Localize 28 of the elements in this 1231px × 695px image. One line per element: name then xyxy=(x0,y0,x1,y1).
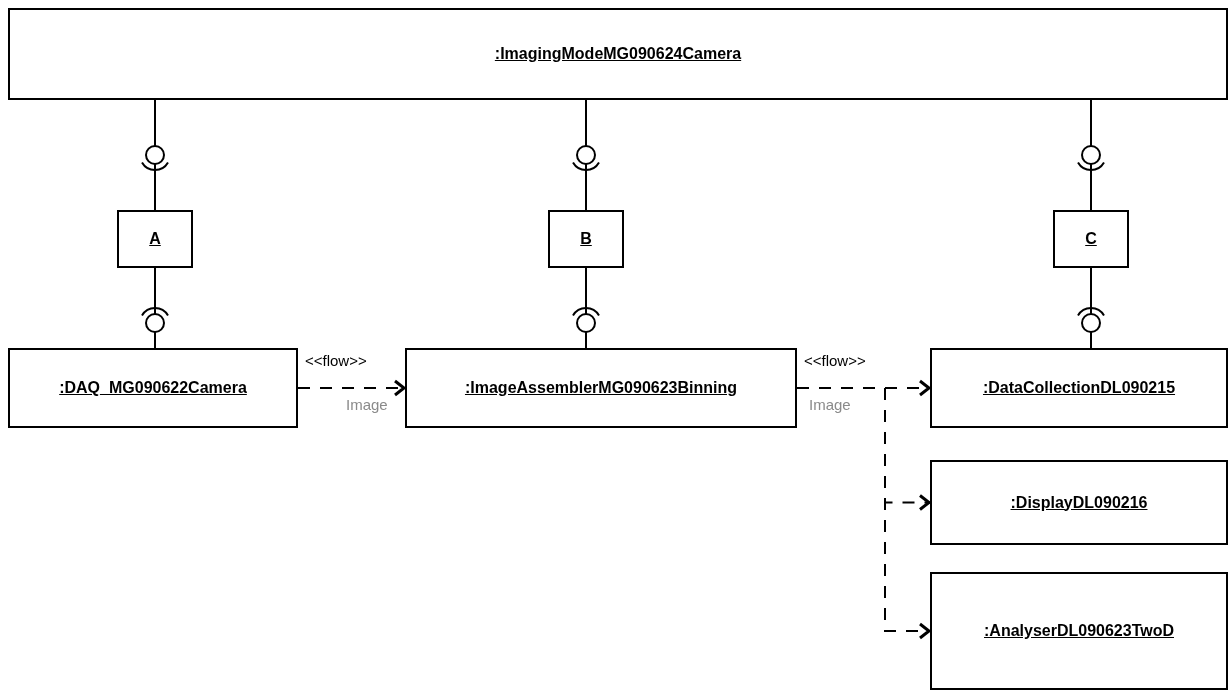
component-box xyxy=(405,348,797,428)
port-name: C xyxy=(1085,230,1097,248)
port-box xyxy=(548,210,624,268)
edge-label: <<flow>> xyxy=(803,352,867,369)
component-name: :ImageAssemblerMG090623Binning xyxy=(464,379,738,397)
component-name: :DAQ_MG090622Camera xyxy=(59,379,247,397)
component-box xyxy=(8,8,1228,100)
ball-and-socket-connector xyxy=(572,99,600,211)
component-box xyxy=(930,572,1228,690)
ball-and-socket-connector xyxy=(1077,267,1105,349)
ball-and-socket-connector xyxy=(1077,99,1105,211)
component-box xyxy=(930,460,1228,545)
dependency-arrow xyxy=(796,387,931,640)
ball-and-socket-connector xyxy=(141,99,169,211)
edge-label: <<flow>> xyxy=(304,352,368,369)
port-name: A xyxy=(149,230,161,248)
ball-and-socket-connector xyxy=(141,267,169,349)
component-name: :DisplayDL090216 xyxy=(1010,493,1148,512)
port-box xyxy=(117,210,193,268)
component-box xyxy=(8,348,298,428)
port-box xyxy=(1053,210,1129,268)
component-name: :ImagingModeMG090624Camera xyxy=(494,45,742,63)
ball-and-socket-connector xyxy=(572,267,600,349)
component-box xyxy=(930,348,1228,428)
dependency-arrow xyxy=(297,379,406,397)
port-name: B xyxy=(580,230,592,248)
component-name: :DataCollectionDL090215 xyxy=(982,379,1176,397)
component-name: :AnalyserDL090623TwoD xyxy=(984,622,1174,640)
